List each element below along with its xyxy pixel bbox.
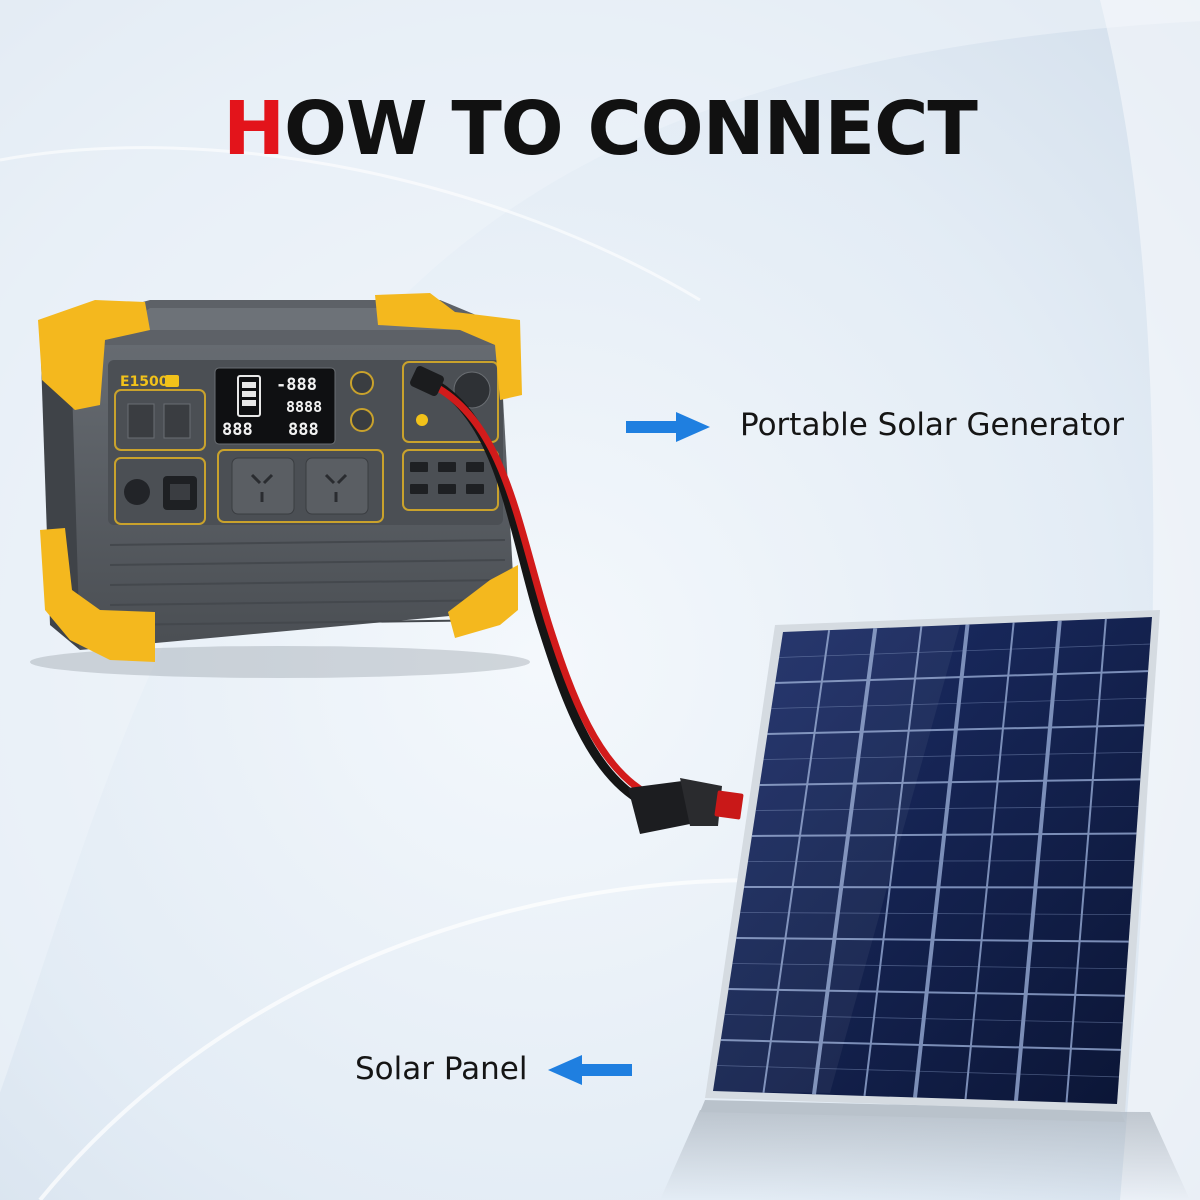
lcd-readout-2: 8888 bbox=[286, 398, 322, 416]
bumper-top-left bbox=[38, 300, 150, 410]
page-title: HOW TO CONNECT bbox=[0, 92, 1200, 166]
solar-panel-label: Solar Panel bbox=[355, 1051, 528, 1087]
ac-button bbox=[350, 408, 374, 432]
model-label: E1500 bbox=[120, 374, 169, 390]
arrow-right-icon bbox=[626, 412, 710, 442]
generator-label: Portable Solar Generator bbox=[740, 407, 1124, 443]
connection-cable bbox=[410, 366, 744, 834]
anderson-connector bbox=[628, 778, 744, 834]
lcd-readout-1: -888 bbox=[276, 375, 317, 395]
bumper-bottom-right bbox=[448, 565, 518, 638]
lcd-readout-3: 888 bbox=[222, 420, 253, 440]
arrow-left-icon bbox=[548, 1055, 632, 1085]
title-first-letter: H bbox=[223, 86, 285, 172]
power-button bbox=[350, 371, 374, 395]
lcd-readout-4: 888 bbox=[288, 420, 319, 440]
bumper-bottom-left bbox=[40, 528, 155, 662]
bumper-top-right bbox=[375, 293, 522, 400]
portable-solar-generator: E1500 -888 8888 888 888 bbox=[30, 293, 530, 678]
solar-panel bbox=[660, 610, 1190, 1200]
title-rest: OW TO CONNECT bbox=[284, 86, 978, 172]
